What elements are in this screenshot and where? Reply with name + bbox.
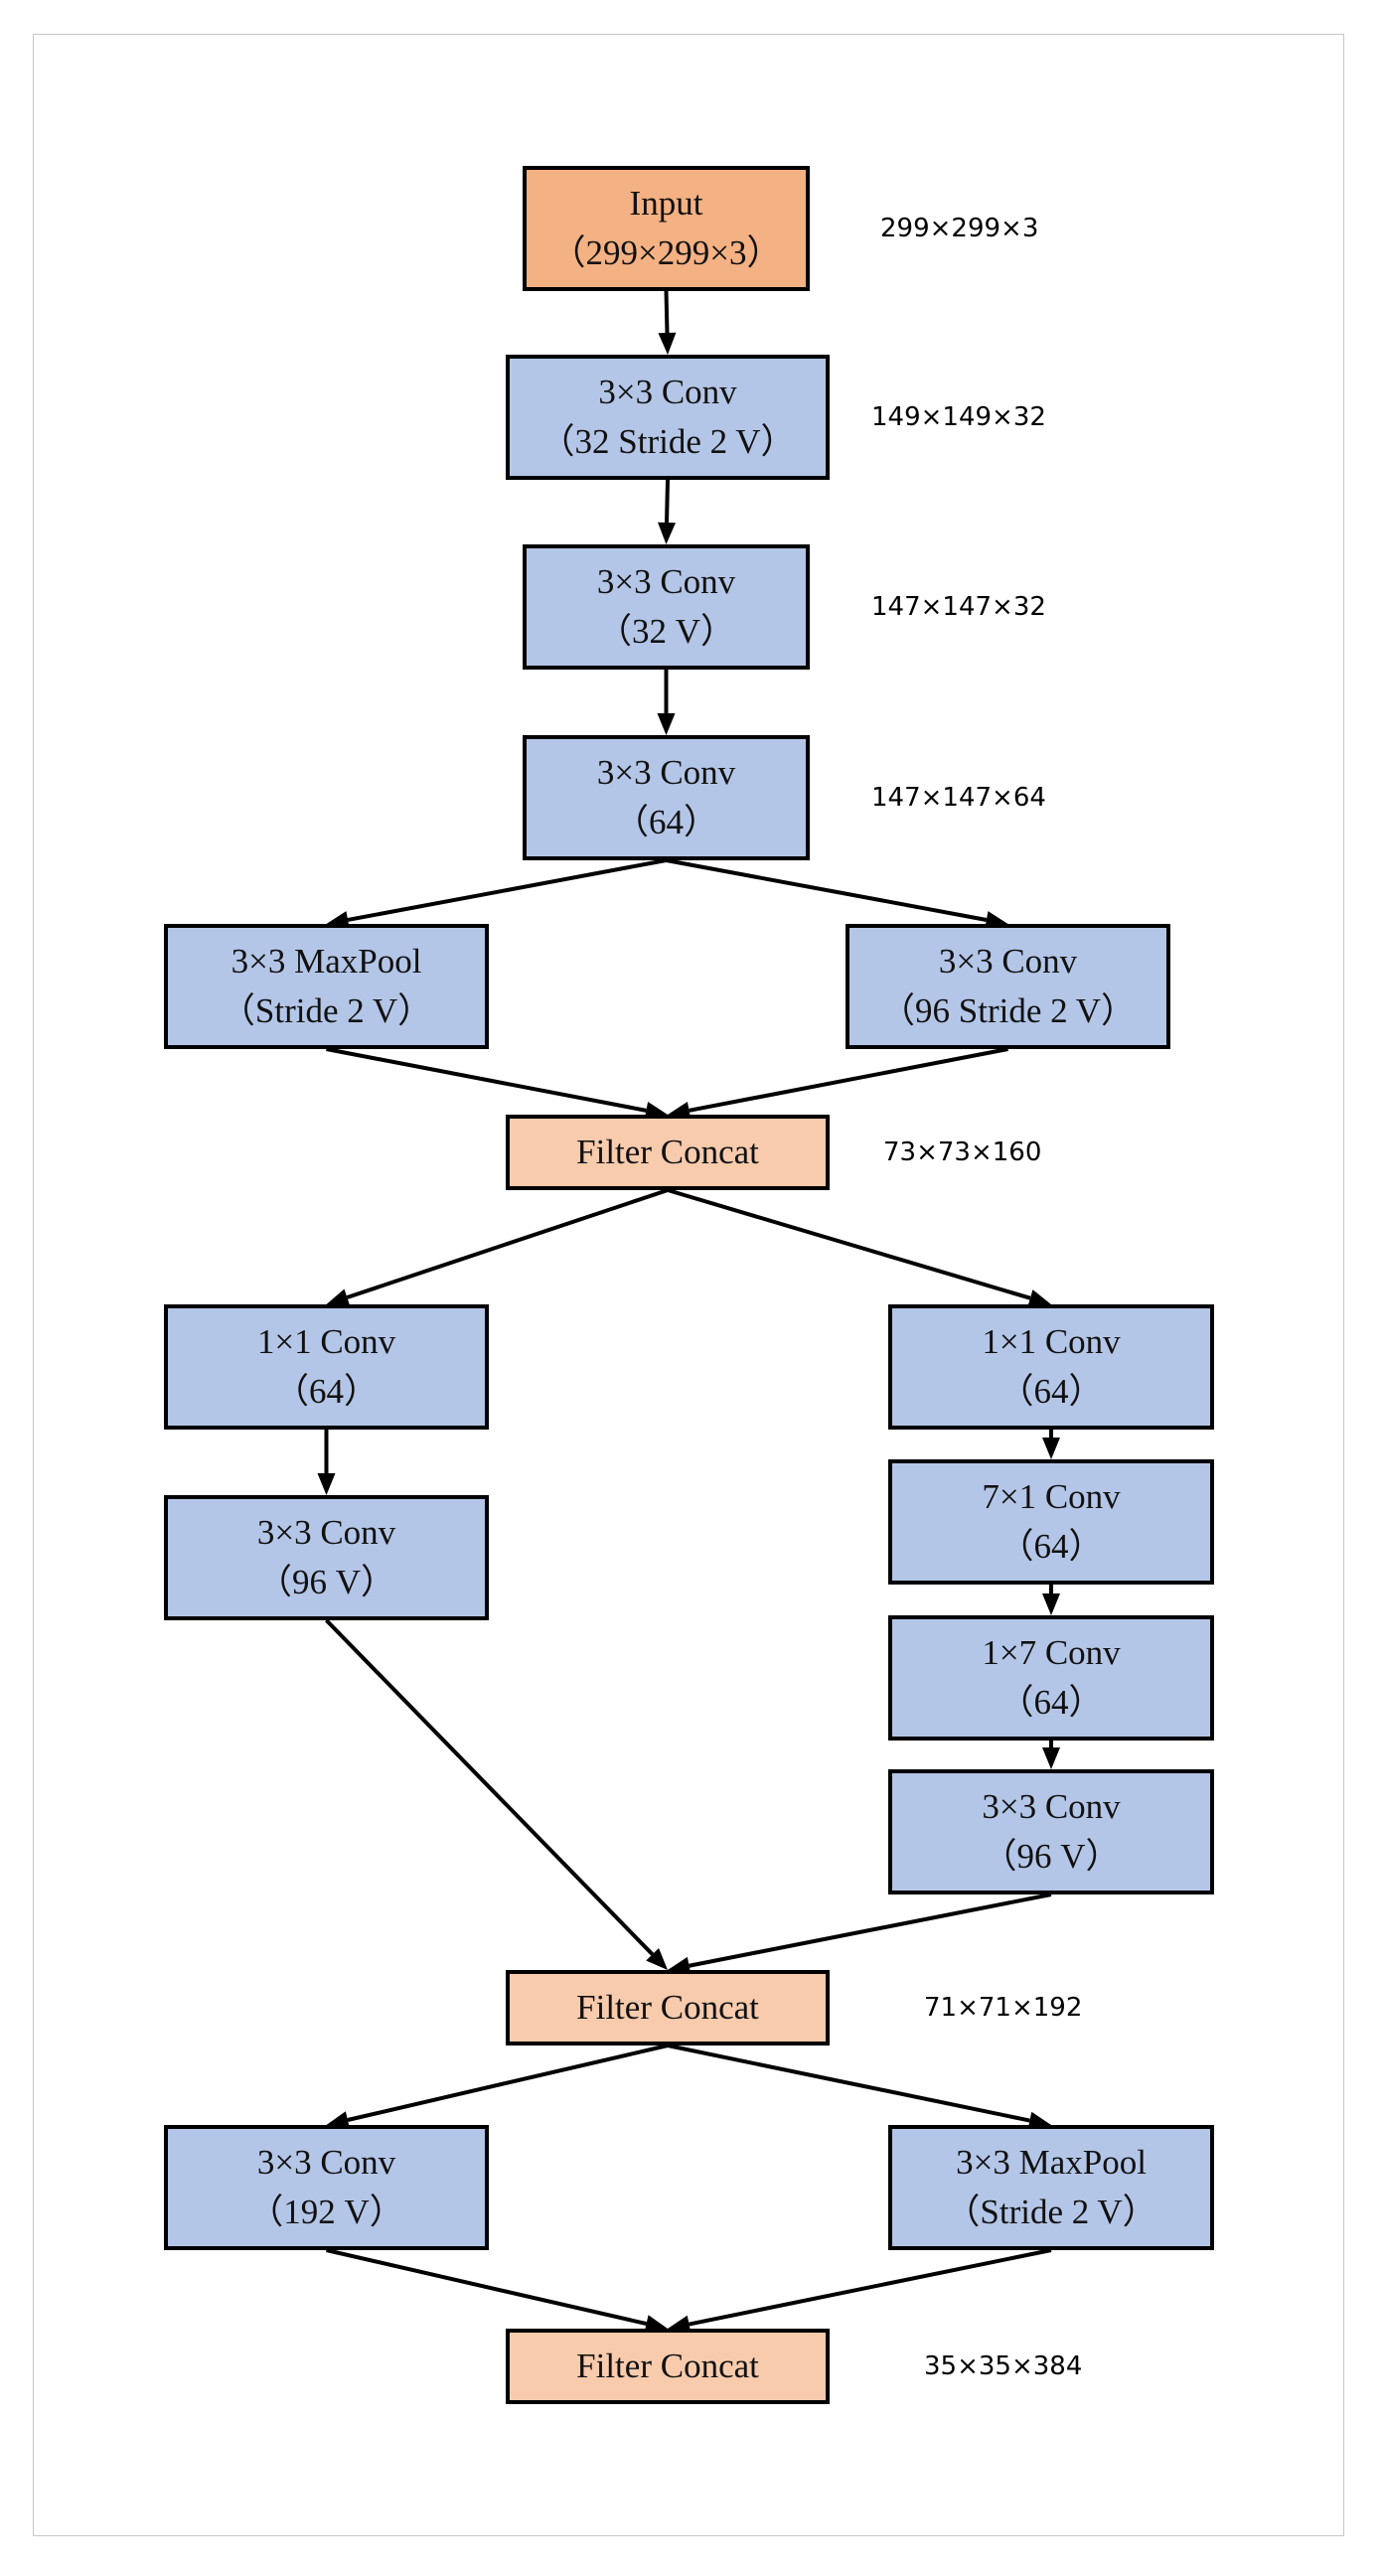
edge-maxpool1-to-concat1 bbox=[326, 1047, 647, 1113]
edge-conv5b-to-concat2 bbox=[325, 1618, 655, 1956]
node-label: 1×1 Conv bbox=[256, 1322, 396, 1361]
arrowhead-icon bbox=[326, 1288, 351, 1306]
edge-concat2-to-maxpool2 bbox=[667, 2044, 1030, 2123]
edge-concat1-to-conv6a bbox=[667, 1188, 1031, 1300]
dimension-label-conv1: 149×149×32 bbox=[871, 402, 1046, 432]
node-concat3: Filter Concat bbox=[506, 2329, 830, 2404]
node-label: Input bbox=[629, 184, 703, 223]
node-conv2: 3×3 Conv （32 V） bbox=[523, 544, 810, 670]
edge-input-to-conv1 bbox=[664, 290, 670, 334]
node-label: 3×3 Conv bbox=[256, 2143, 396, 2182]
node-conv6c: 1×7 Conv （64） bbox=[888, 1615, 1214, 1741]
node-concat2: Filter Concat bbox=[506, 1970, 830, 2046]
node-input: Input （299×299×3） bbox=[523, 166, 810, 291]
edge-maxpool2-to-concat3 bbox=[689, 2248, 1052, 2327]
figure-frame bbox=[33, 34, 1344, 2536]
arrowhead-icon bbox=[317, 1473, 336, 1495]
edge-conv4-to-concat1 bbox=[689, 1047, 1008, 1113]
node-sublabel: （64） bbox=[613, 803, 718, 841]
node-label: 3×3 Conv bbox=[598, 373, 737, 411]
node-concat1: Filter Concat bbox=[506, 1115, 830, 1190]
dimension-label-conv3: 147×147×64 bbox=[871, 783, 1046, 813]
edge-concat1-to-conv5a bbox=[346, 1188, 669, 1299]
node-sublabel: （Stride 2 V） bbox=[220, 991, 433, 1030]
edge-conv3-to-conv4 bbox=[666, 858, 988, 922]
node-label: Filter Concat bbox=[576, 2347, 759, 2385]
dimension-label-concat2: 71×71×192 bbox=[924, 1993, 1083, 2023]
node-sublabel: （64） bbox=[999, 1683, 1104, 1722]
arrowhead-icon bbox=[646, 1947, 668, 1970]
node-conv7: 3×3 Conv （192 V） bbox=[164, 2125, 489, 2250]
node-label: 3×3 Conv bbox=[256, 1513, 396, 1552]
dimension-label-concat1: 73×73×160 bbox=[883, 1137, 1042, 1167]
dimension-label-concat3: 35×35×384 bbox=[924, 2351, 1083, 2381]
node-sublabel: （96 V） bbox=[256, 1563, 396, 1601]
node-label: 3×3 Conv bbox=[596, 753, 736, 792]
node-conv6b: 7×1 Conv （64） bbox=[888, 1459, 1214, 1585]
node-sublabel: （64） bbox=[999, 1372, 1104, 1411]
arrowhead-icon bbox=[1042, 1747, 1060, 1769]
node-sublabel: （32 V） bbox=[596, 612, 736, 651]
arrowhead-icon bbox=[668, 2315, 692, 2334]
node-label: 7×1 Conv bbox=[982, 1477, 1121, 1516]
edge-concat2-to-conv7 bbox=[347, 2044, 669, 2122]
arrowhead-icon bbox=[658, 522, 677, 544]
node-sublabel: （64） bbox=[273, 1372, 379, 1411]
node-label: 1×1 Conv bbox=[982, 1322, 1121, 1361]
node-label: 3×3 Conv bbox=[938, 942, 1078, 981]
node-sublabel: （299×299×3） bbox=[550, 233, 782, 272]
node-label: 3×3 Conv bbox=[982, 1787, 1121, 1826]
node-label: 3×3 MaxPool bbox=[956, 2143, 1147, 2182]
node-label: 3×3 MaxPool bbox=[231, 942, 422, 981]
arrowhead-icon bbox=[657, 713, 676, 735]
node-sublabel: （Stride 2 V） bbox=[945, 2193, 1157, 2231]
node-conv6a: 1×1 Conv （64） bbox=[888, 1304, 1214, 1430]
node-sublabel: （64） bbox=[999, 1527, 1104, 1566]
edge-conv3-to-maxpool1 bbox=[347, 858, 667, 922]
node-conv6d: 3×3 Conv （96 V） bbox=[888, 1769, 1214, 1894]
node-maxpool1: 3×3 MaxPool （Stride 2 V） bbox=[164, 924, 489, 1049]
node-maxpool2: 3×3 MaxPool （Stride 2 V） bbox=[888, 2125, 1214, 2250]
node-conv5b: 3×3 Conv （96 V） bbox=[164, 1495, 489, 1620]
node-conv1: 3×3 Conv （32 Stride 2 V） bbox=[506, 355, 830, 480]
arrowhead-icon bbox=[644, 2315, 668, 2333]
edge-conv1-to-conv2 bbox=[665, 479, 670, 524]
edge-conv6d-to-concat2 bbox=[689, 1893, 1052, 1968]
arrowhead-icon bbox=[1042, 1593, 1060, 1615]
node-sublabel: （96 Stride 2 V） bbox=[880, 991, 1136, 1030]
arrowhead-icon bbox=[1027, 1289, 1051, 1307]
arrowhead-icon bbox=[658, 332, 677, 355]
node-conv3: 3×3 Conv （64） bbox=[523, 735, 810, 860]
edge-conv7-to-concat3 bbox=[326, 2248, 648, 2327]
node-label: Filter Concat bbox=[576, 1133, 759, 1171]
dimension-label-conv2: 147×147×32 bbox=[871, 592, 1046, 622]
node-label: Filter Concat bbox=[576, 1988, 759, 2027]
node-sublabel: （32 Stride 2 V） bbox=[539, 422, 796, 461]
node-label: 1×7 Conv bbox=[982, 1633, 1121, 1672]
arrowhead-icon bbox=[1027, 2111, 1051, 2130]
node-sublabel: （96 V） bbox=[982, 1837, 1121, 1876]
node-conv5a: 1×1 Conv （64） bbox=[164, 1304, 489, 1430]
node-label: 3×3 Conv bbox=[596, 562, 736, 601]
arrowhead-icon bbox=[1042, 1438, 1060, 1459]
arrowhead-icon bbox=[326, 2111, 350, 2129]
node-sublabel: （192 V） bbox=[248, 2193, 404, 2231]
dimension-label-input: 299×299×3 bbox=[880, 214, 1039, 243]
node-conv4: 3×3 Conv （96 Stride 2 V） bbox=[846, 924, 1170, 1049]
